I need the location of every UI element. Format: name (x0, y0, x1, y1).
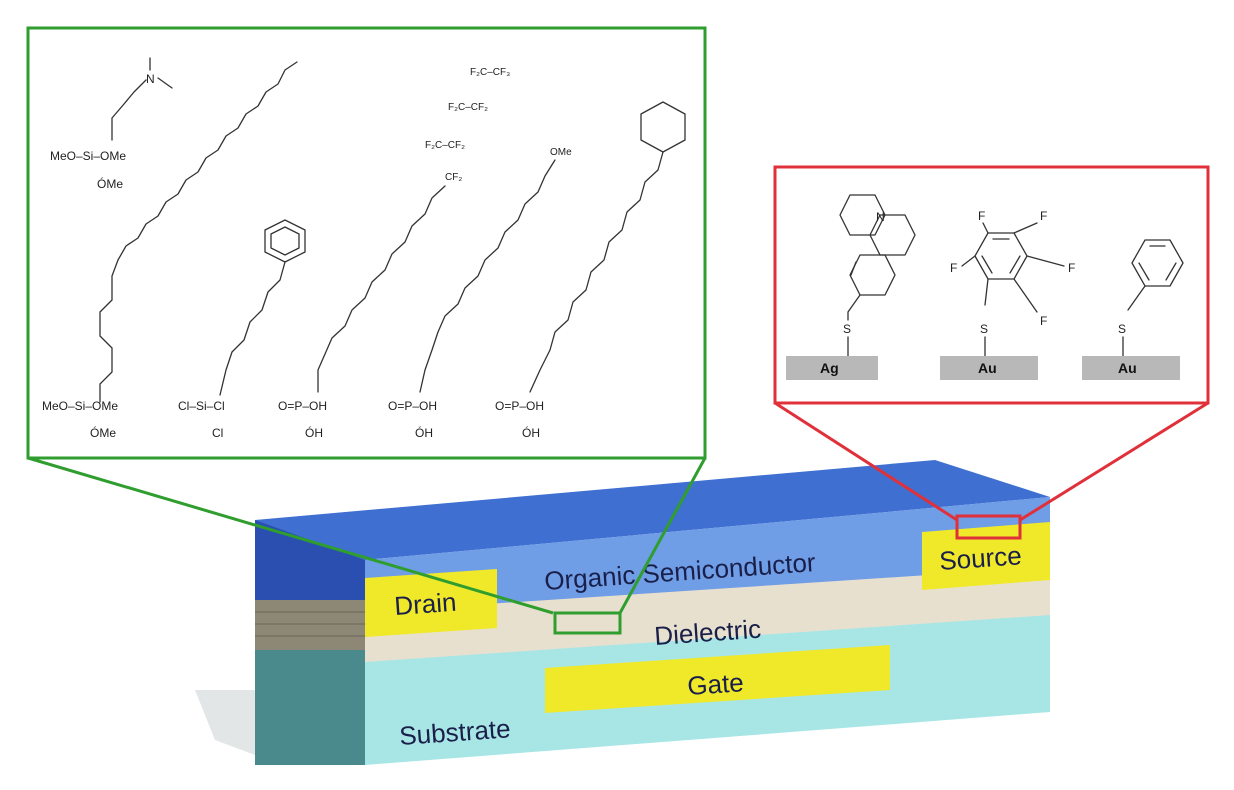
molecule-phenyl-silane: Cl–Si–Cl Cl (178, 219, 306, 440)
mol2-ome: ÓMe (90, 425, 116, 440)
mol5-head: O=P–OH (388, 399, 437, 413)
semiconductor-top-face (255, 460, 1050, 560)
gate-electrode (545, 645, 890, 713)
red-callout: N S Ag F F F F F S Au (773, 165, 1210, 540)
f-bottom-right: F (1040, 314, 1047, 328)
molecule-thiophenol: S Au (1082, 239, 1184, 380)
mol4-cf2: CF₂ (445, 172, 462, 183)
thiophenol-s: S (1118, 322, 1126, 336)
mol5-oh: ÓH (415, 425, 433, 440)
f-top-right: F (1040, 209, 1047, 223)
mol6-oh: ÓH (522, 425, 540, 440)
mol3-cl: Cl (212, 426, 223, 440)
molecule-pentafluorothiophenol: F F F F F S Au (940, 209, 1075, 380)
mol4-head: O=P–OH (278, 399, 327, 413)
mol4-cf3: F₂C–CF₃ (470, 67, 510, 78)
molecule-methoxy-phosphonic: OMe O=P–OH ÓH (388, 147, 572, 440)
molecule-cyclohexyl-phosphonic: O=P–OH ÓH (495, 101, 686, 440)
molecule-julolidine-thiol: N S Ag (786, 194, 916, 380)
mol1-head: MeO–Si–OMe (50, 149, 126, 163)
mol4-oh: ÓH (305, 425, 323, 440)
f-right: F (1068, 261, 1075, 275)
metal-ag-label: Ag (820, 360, 839, 376)
dielectric-label: Dielectric (653, 614, 762, 651)
pfp-s: S (980, 322, 988, 336)
mol2-head: MeO–Si–OMe (42, 399, 118, 413)
mol5-ome: OMe (550, 147, 572, 158)
mol4-cf2c: F₂C–CF₂ (425, 140, 465, 151)
green-zoom-box (553, 611, 622, 635)
julolidine-n: N (876, 210, 885, 224)
red-connector-right (1019, 401, 1209, 522)
red-zoom-box (955, 514, 1022, 540)
source-label: Source (938, 540, 1022, 576)
metal-au2-label: Au (1118, 360, 1137, 376)
mol4-cf2b: F₂C–CF₂ (448, 102, 488, 113)
mol6-head: O=P–OH (495, 399, 544, 413)
molecule-alkyl-silane: MeO–Si–OMe ÓMe (42, 61, 298, 440)
device-stack: Organic Semiconductor Drain Source Diele… (195, 460, 1050, 765)
f-left: F (950, 261, 957, 275)
gate-label: Gate (686, 667, 744, 701)
molecule-fluoro-phosphonic: F₂C–CF₃ F₂C–CF₂ F₂C–CF₂ CF₂ O=P–OH ÓH (278, 67, 510, 440)
semiconductor-front-face (365, 497, 1050, 612)
green-connector-right (618, 457, 707, 614)
drain-label: Drain (393, 587, 457, 621)
dielectric-side-face (255, 600, 365, 650)
mol3-head: Cl–Si–Cl (178, 399, 225, 413)
metal-pad-au-2 (1082, 356, 1180, 380)
julolidine-s: S (843, 322, 851, 336)
metal-pad-au-1 (940, 356, 1038, 380)
green-panel-frame (26, 26, 707, 460)
metal-au1-label: Au (978, 360, 997, 376)
molecule-aminopropyl-silane: N MeO–Si–OMe ÓMe (50, 57, 173, 191)
green-connector-left (27, 456, 554, 615)
green-callout: N MeO–Si–OMe ÓMe MeO–Si–OMe ÓMe Cl–Si–Cl… (26, 26, 707, 635)
f-top-left: F (978, 209, 985, 223)
dielectric-front-face (365, 565, 1050, 662)
metal-pad-ag (786, 356, 878, 380)
red-connector-left (774, 401, 958, 522)
mol1-n: N (146, 72, 155, 86)
device-shadow (195, 690, 255, 755)
substrate-side-face (255, 650, 365, 765)
mol1-ome: ÓMe (97, 176, 123, 191)
